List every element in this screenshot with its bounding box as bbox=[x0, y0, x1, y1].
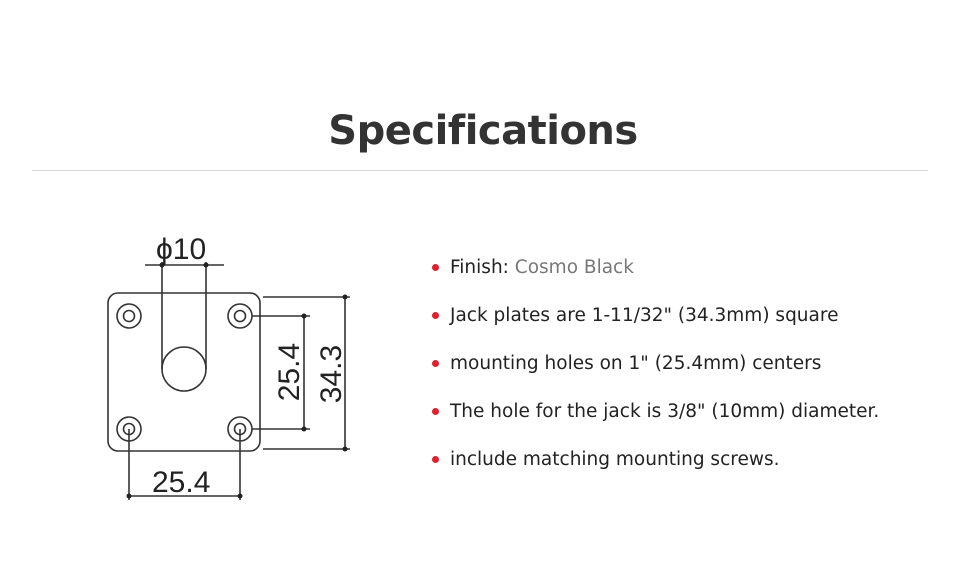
spec-item-jack-hole: The hole for the jack is 3/8" (10mm) dia… bbox=[432, 398, 879, 446]
bullet-icon bbox=[432, 264, 439, 271]
title-divider bbox=[32, 170, 928, 171]
spec-item-mounting: mounting holes on 1" (25.4mm) centers bbox=[432, 350, 879, 398]
jack-plate-diagram: ϕ10 25.4 25.4 34.3 bbox=[95, 225, 365, 515]
spec-item-screws: include matching mounting screws. bbox=[432, 446, 879, 494]
bullet-icon bbox=[432, 456, 439, 463]
spec-label: include matching mounting screws. bbox=[450, 449, 780, 470]
spec-label: The hole for the jack is 3/8" (10mm) dia… bbox=[450, 401, 880, 422]
spec-value: Cosmo Black bbox=[514, 257, 634, 278]
bullet-icon bbox=[432, 360, 439, 367]
width-label: 25.4 bbox=[152, 466, 210, 499]
mounting-hole-top-right bbox=[227, 303, 253, 329]
jack-hole bbox=[161, 346, 207, 392]
bullet-icon bbox=[432, 408, 439, 415]
bullet-icon bbox=[432, 312, 439, 319]
spec-item-size: Jack plates are 1-11/32" (34.3mm) square bbox=[432, 302, 879, 350]
spec-label: mounting holes on 1" (25.4mm) centers bbox=[450, 353, 822, 374]
mounting-hole-top-left bbox=[116, 303, 142, 329]
spec-item-finish: Finish: Cosmo Black bbox=[432, 254, 879, 302]
spec-label: Jack plates are 1-11/32" (34.3mm) square bbox=[450, 305, 839, 326]
plate-outline bbox=[107, 292, 261, 452]
hole-diameter-label: ϕ10 bbox=[156, 233, 206, 266]
page-title: Specifications bbox=[328, 108, 638, 154]
inner-height-label: 25.4 bbox=[273, 343, 306, 401]
outer-height-label: 34.3 bbox=[315, 345, 348, 403]
spec-label: Finish: bbox=[450, 257, 509, 278]
spec-list: Finish: Cosmo Black Jack plates are 1-11… bbox=[432, 254, 879, 494]
